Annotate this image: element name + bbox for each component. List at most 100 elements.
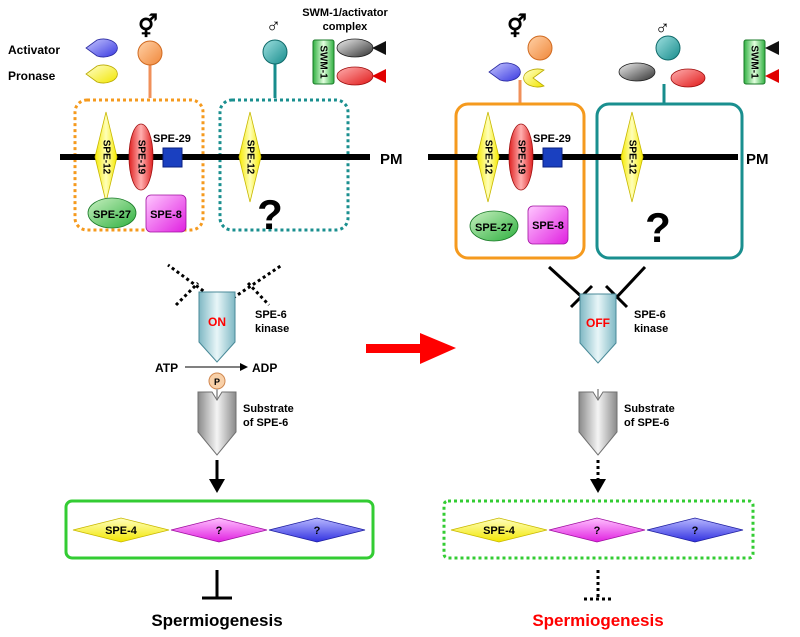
spe12-hermaphrodite-right <box>476 111 500 203</box>
activation-arrowhead-left <box>209 479 225 493</box>
plasma-membrane-right <box>428 154 738 160</box>
spe12-label-herm-left: SPE-12 <box>100 140 111 175</box>
swm1-label-right: SWM-1 <box>748 45 759 79</box>
spe4-label-right: SPE-4 <box>483 525 516 537</box>
kinase-label-line1-left: SPE-6 <box>255 309 287 321</box>
hermaphrodite-receptor-head-right <box>527 35 553 61</box>
swm1-box-right <box>743 39 766 85</box>
swm1-box-left <box>312 39 335 85</box>
swm1-label-left: SWM-1 <box>317 45 328 79</box>
right-panel: ⚥ ♂ SWM-1 PM SPE-12 SPE-19 SPE-29 SPE-27… <box>428 13 779 630</box>
spe8-left <box>145 194 187 233</box>
swm-bound-red-activator <box>336 66 374 86</box>
substrate-label-line2-left: of SPE-6 <box>243 417 288 429</box>
spe29-label-right: SPE-29 <box>533 133 571 145</box>
unknown-male-component-left: ? <box>257 191 283 238</box>
unknown-target-blue-label-left: ? <box>314 525 321 537</box>
unknown-target-magenta-label-right: ? <box>594 525 601 537</box>
unknown-target-blue-left <box>268 517 366 543</box>
activator-label: Activator <box>8 43 60 57</box>
spe29-left <box>162 147 183 168</box>
substrate-label-line1-right: Substrate <box>624 403 675 415</box>
phosphate-label: P <box>214 377 220 387</box>
herm-inhibition-line-right <box>547 265 585 300</box>
swm-black-pointer <box>372 41 386 55</box>
male-symbol-right: ♂ <box>655 17 670 39</box>
kinase-state-off: OFF <box>586 316 610 330</box>
male-inhibition-bar-left <box>246 281 271 307</box>
hermaphrodite-symbol: ⚥ <box>138 13 158 39</box>
spe12-label-male-right: SPE-12 <box>626 140 637 175</box>
adp-label: ADP <box>252 361 277 375</box>
male-complex-box-left <box>218 98 350 232</box>
pronase-bound-right <box>523 68 545 88</box>
herm-inhibition-bar-left <box>174 281 200 307</box>
spe27-left <box>87 197 137 229</box>
unknown-target-blue-label-right: ? <box>692 525 699 537</box>
unknown-male-component-right: ? <box>645 204 671 251</box>
left-panel: ⚥ ♂ SWM-1/activator complex SWM-1 PM SPE… <box>60 7 403 630</box>
spe6-substrate-right <box>578 391 618 456</box>
spe29-label-left: SPE-29 <box>153 133 191 145</box>
spe27-label-left: SPE-27 <box>93 209 131 221</box>
spe8-label-right: SPE-8 <box>532 220 564 232</box>
transition-arrow-shaft <box>366 344 426 353</box>
spe12-male-left <box>238 111 262 203</box>
swm-complex-label-line2: complex <box>323 21 369 33</box>
kinase-label-line2-left: kinase <box>255 323 289 335</box>
spe6-kinase-left <box>198 291 236 363</box>
male-receptor-head <box>262 39 288 65</box>
spe27-label-right: SPE-27 <box>475 222 513 234</box>
spe19-label-right: SPE-19 <box>515 140 526 175</box>
swm-red-pointer-right <box>765 69 779 83</box>
hermaphrodite-symbol-right: ⚥ <box>507 13 527 39</box>
pronase-legend-icon <box>85 64 118 84</box>
male-complex-box-right <box>595 102 744 260</box>
kinase-label-line1-right: SPE-6 <box>634 309 666 321</box>
kinase-label-line2-right: kinase <box>634 323 668 335</box>
black-activator-bound-right <box>618 62 656 82</box>
target-box-left <box>64 499 375 560</box>
spe4-diamond-left <box>72 517 170 543</box>
male-inhibition-dotted-left <box>232 263 283 300</box>
pronase-label: Pronase <box>8 69 56 83</box>
male-receptor-head-right <box>655 35 681 61</box>
hermaphrodite-complex-box-right <box>454 102 586 260</box>
spe4-diamond-right <box>450 517 548 543</box>
spe4-label-left: SPE-4 <box>105 525 138 537</box>
spe27-right <box>469 210 519 242</box>
unknown-target-magenta-right <box>548 517 646 543</box>
spe12-label-male-left: SPE-12 <box>244 140 255 175</box>
kinase-state-on: ON <box>208 315 226 329</box>
swm-complex-label-line1: SWM-1/activator <box>302 7 388 19</box>
swm-black-pointer-right <box>765 41 779 55</box>
substrate-label-line2-right: of SPE-6 <box>624 417 669 429</box>
spe12-label-herm-right: SPE-12 <box>482 140 493 175</box>
swm-red-pointer <box>372 69 386 83</box>
spe6-substrate-left <box>197 391 237 456</box>
atp-label: ATP <box>155 361 178 375</box>
unknown-target-magenta-left <box>170 517 268 543</box>
legend: Activator Pronase <box>8 38 118 84</box>
spe19-right <box>508 123 534 191</box>
transition-arrowhead <box>420 333 456 364</box>
male-symbol: ♂ <box>266 15 281 37</box>
transition-arrow <box>366 333 456 364</box>
swm-bound-black-activator <box>336 38 374 58</box>
spe29-right <box>542 147 563 168</box>
male-inhibition-line-right <box>614 265 647 300</box>
substrate-label-line1-left: Substrate <box>243 403 294 415</box>
spermiogenesis-label-right: Spermiogenesis <box>532 611 663 630</box>
spermiogenesis-label-left: Spermiogenesis <box>151 611 282 630</box>
spe6-kinase-right <box>579 293 617 364</box>
unknown-target-blue-right <box>646 517 744 543</box>
spe12-male-right <box>620 111 644 203</box>
plasma-membrane-left <box>60 154 370 160</box>
activator-legend-icon <box>85 38 118 58</box>
hermaphrodite-complex-box-left <box>73 98 205 232</box>
activator-bound-right <box>488 62 521 82</box>
red-activator-bound-right <box>670 68 706 88</box>
activation-arrowhead-right <box>590 479 606 493</box>
target-box-right <box>442 499 755 560</box>
